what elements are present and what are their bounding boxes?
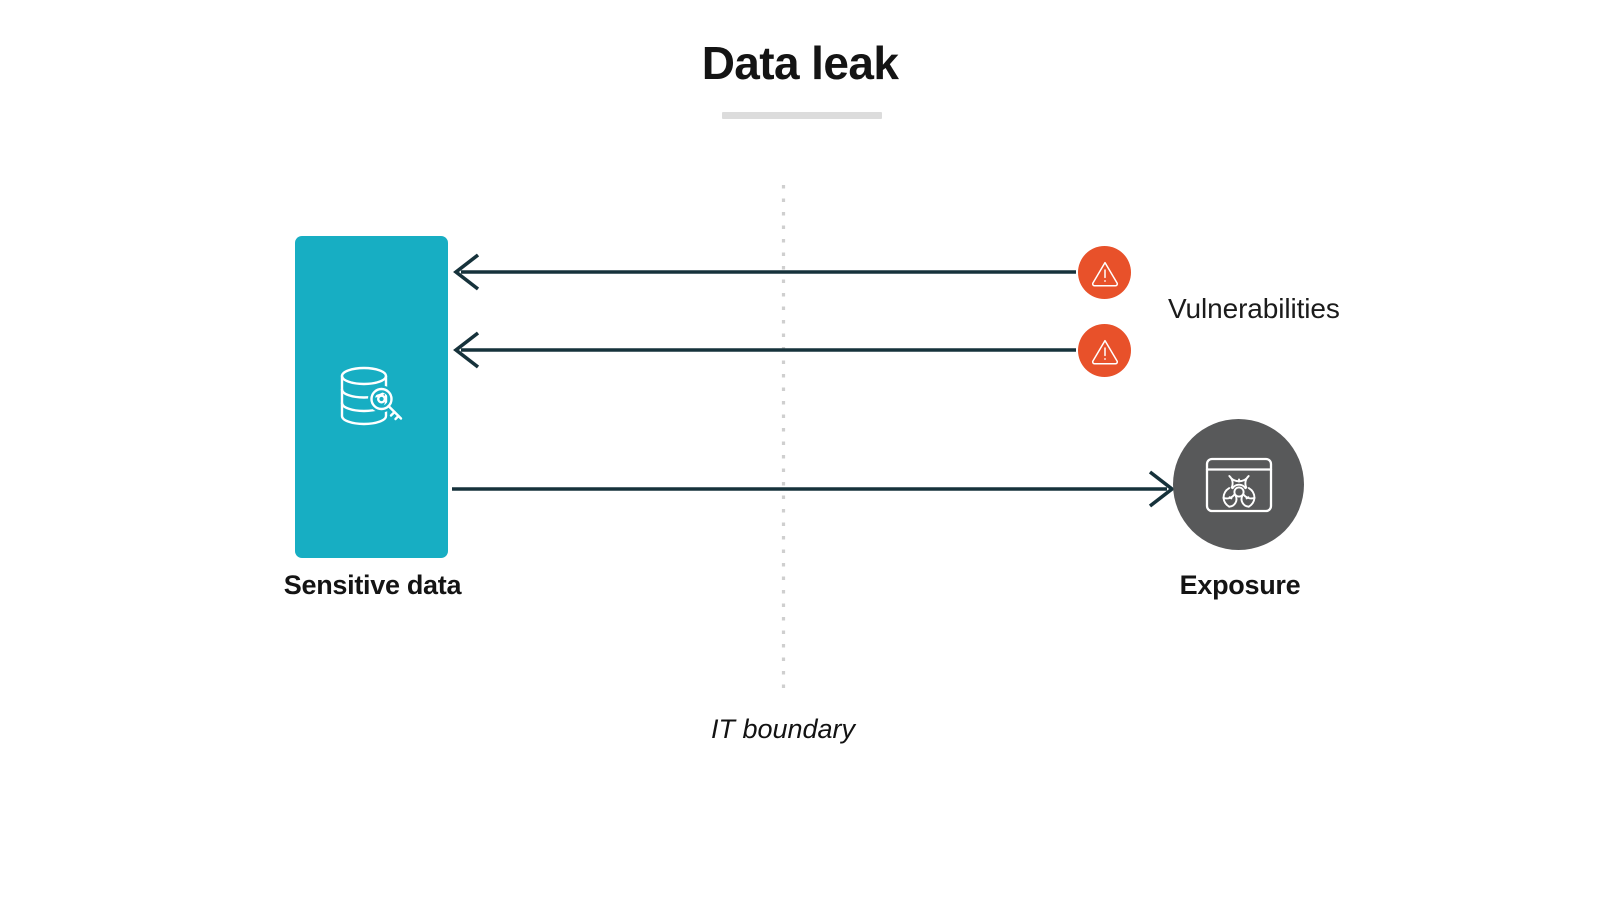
group-label-vulnerabilities: Vulnerabilities <box>1168 293 1340 324</box>
browser-biohazard-icon <box>1205 457 1272 512</box>
node-sensitive-data[interactable] <box>295 236 448 558</box>
warning-triangle-icon <box>1091 261 1118 287</box>
node-exposure[interactable] <box>1173 419 1304 550</box>
page-title: Data leak <box>701 37 899 89</box>
node-label-exposure: Exposure <box>1179 570 1301 600</box>
node-vulnerability-1[interactable] <box>1078 246 1131 299</box>
arrow-data-to-exposure <box>452 470 1175 508</box>
title-underline-rule <box>722 112 882 119</box>
node-label-sensitive-data: Sensitive data <box>283 570 462 600</box>
database-key-icon <box>340 366 404 426</box>
warning-triangle-icon <box>1091 339 1118 365</box>
arrow-vuln-1-to-data <box>453 253 1076 291</box>
arrow-vuln-2-to-data <box>453 331 1076 369</box>
it-boundary-label: IT boundary <box>710 714 856 744</box>
node-vulnerability-2[interactable] <box>1078 324 1131 377</box>
